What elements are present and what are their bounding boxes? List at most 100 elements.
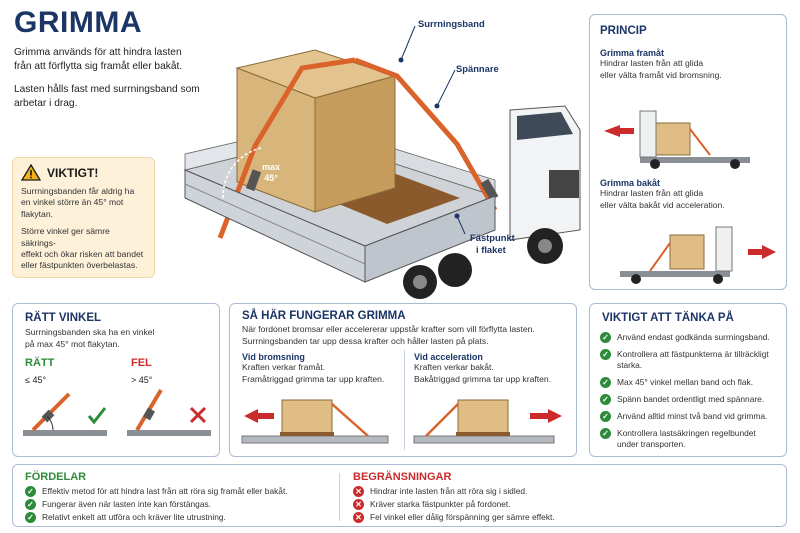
list-item: ✕ Kräver starka fästpunkter på fordonet. <box>353 499 653 510</box>
viktigt-card: VIKTIGT ATT TÄNKA PÅ ✓Använd endast godk… <box>589 303 787 457</box>
princip-fram-title: Grimma framåt <box>600 48 665 58</box>
princip-bak-illustration <box>620 226 776 284</box>
sa-har-text: När fordonet bromsar eller accelererar u… <box>242 324 535 347</box>
list-item-text: Spänn bandet ordentligt med spännare. <box>617 394 765 404</box>
fordelar-title: FÖRDELAR <box>25 471 87 483</box>
angle-label-line: max <box>262 162 281 172</box>
ratt-label: RÄTT <box>25 357 55 369</box>
x-icon: ✕ <box>353 499 364 510</box>
intro-line: från att förflytta sig framåt eller bakå… <box>14 61 183 72</box>
ratt-value: ≤ 45° <box>25 375 47 385</box>
list-item: ✓ Fungerar även när lasten inte kan först… <box>25 499 335 510</box>
acceleration-line: Bakåtriggad grimma tar upp kraften. <box>414 373 552 384</box>
list-item-text: Kräver starka fästpunkter på fordonet. <box>370 499 511 509</box>
fel-value: > 45° <box>131 375 153 385</box>
label-fastpunkt-line: i flaket <box>476 244 506 255</box>
list-item: ✕Hindrar inte lasten från att röra sig i… <box>353 486 653 497</box>
warning-text-2: Större vinkel ger sämre säkrings- effekt… <box>21 226 146 272</box>
check-icon: ✓ <box>600 349 611 360</box>
ratt-vinkel-line: på max 45° mot flakytan. <box>25 338 120 349</box>
sa-har-line: Surrningsbanden tar upp dessa krafter oc… <box>242 335 489 346</box>
princip-fram-line: eller välta framåt vid bromsning. <box>600 69 722 80</box>
divider <box>404 350 405 450</box>
list-item-text: Fungerar även när lasten inte kan förstä… <box>42 499 211 509</box>
list-item: ✓Använd alltid minst två band vid grimma… <box>600 411 782 422</box>
list-item-line: starka. <box>617 360 643 370</box>
list-item: ✓Relativt enkelt att utföra och kräver l… <box>25 512 335 523</box>
truck-illustration <box>183 25 581 299</box>
list-item: ✓Använd endast godkända surrningsband. <box>600 332 782 343</box>
sa-har-card: SÅ HÄR FUNGERAR GRIMMA När fordonet brom… <box>229 303 577 457</box>
warning-line: eller fästpunkten överbelastas. <box>21 260 138 271</box>
list-item-line: Kontrollera lastsäkringen regelbundet <box>617 428 756 438</box>
warning-icon <box>21 164 41 181</box>
princip-fram-line: Hindrar lasten från att glida <box>600 58 704 68</box>
princip-bak-line: eller välta bakåt vid acceleration. <box>600 199 725 210</box>
ratt-vinkel-card: RÄTT VINKEL Surrningsbanden ska ha en vi… <box>12 303 220 457</box>
bromsning-line: Framåtriggad grimma tar upp kraften. <box>242 373 385 384</box>
warning-line: effekt och ökar risken att bandet <box>21 249 144 260</box>
check-icon: ✓ <box>25 499 36 510</box>
label-fastpunkt: Fästpunkt i flaket <box>470 232 515 256</box>
princip-card: PRINCIP Grimma framåt Hindrar lasten frå… <box>589 14 787 290</box>
intro-line: Grimma används för att hindra lasten <box>14 47 182 58</box>
label-fastpunkt-line: Fästpunkt <box>470 232 515 243</box>
warning-line: flakytan. <box>21 208 54 219</box>
intro-text-2: Lasten hålls fast med surrningsband som … <box>14 83 210 111</box>
warning-title: VIKTIGT! <box>47 165 99 180</box>
begransningar-title: BEGRÄNSNINGAR <box>353 471 452 483</box>
check-icon: ✓ <box>600 377 611 388</box>
list-item: ✕ Fel vinkel eller dålig förspänning ger … <box>353 512 653 523</box>
list-item-line: Kontrollera att fästpunkterna är tillräc… <box>617 349 769 359</box>
warning-header: VIKTIGT! <box>21 164 146 181</box>
angle-label-line: 45° <box>264 173 278 183</box>
divider <box>339 473 340 521</box>
sa-har-title: SÅ HÄR FUNGERAR GRIMMA <box>242 310 406 322</box>
princip-bak: Grimma bakåt Hindrar lasten från att gli… <box>600 178 725 211</box>
list-item: ✓ Max 45° vinkel mellan band och flak. <box>600 377 782 388</box>
angle-label: max 45° <box>262 162 280 184</box>
princip-title: PRINCIP <box>600 25 647 37</box>
princip-fram: Grimma framåt Hindrar lasten från att gl… <box>600 48 722 81</box>
begransningar-list: ✕ Hindrar inte lasten från att röra sig i… <box>353 486 653 525</box>
list-item-text: Kontrollera att fästpunkterna är tillräc… <box>617 349 769 371</box>
fordelar-list: ✓ Effektiv metod för att hindra last från… <box>25 486 335 525</box>
ratt-angle-illustration <box>23 392 107 436</box>
check-icon: ✓ <box>25 512 36 523</box>
list-item-text: Effektiv metod för att hindra last från … <box>42 486 288 496</box>
bromsning-title: Vid bromsning <box>242 352 305 362</box>
princip-bak-line: Hindrar lasten från att glida <box>600 188 704 198</box>
check-icon: ✓ <box>600 411 611 422</box>
warning-line: en vinkel större än 45° mot <box>21 197 124 208</box>
intro-line: Lasten hålls fast med surrningsband som <box>14 84 200 95</box>
list-item: ✓ Kontrollera att fästpunkterna är tillrä… <box>600 349 782 371</box>
warning-box: VIKTIGT! Surrningsbanden får aldrig ha e… <box>12 157 155 278</box>
check-icon: ✓ <box>600 428 611 439</box>
list-item: ✓ Effektiv metod för att hindra last från… <box>25 486 335 497</box>
list-item-text: Använd endast godkända surrningsband. <box>617 332 770 342</box>
list-item-text: Fel vinkel eller dålig förspänning ger s… <box>370 512 555 522</box>
princip-fram-illustration <box>604 110 750 169</box>
fordelar-begransningar-card: FÖRDELAR ✓ Effektiv metod för att hindra … <box>12 464 787 527</box>
sa-har-line: När fordonet bromsar eller accelererar u… <box>242 324 535 334</box>
warning-text-1: Surrningsbanden får aldrig ha en vinkel … <box>21 186 146 220</box>
list-item-line: under transporten. <box>617 439 686 449</box>
bromsning-illustration <box>241 399 389 444</box>
list-item-text: Max 45° vinkel mellan band och flak. <box>617 377 754 387</box>
list-item-text: Hindrar inte lasten från att röra sig i … <box>370 486 528 496</box>
warning-line: Surrningsbanden får aldrig ha <box>21 186 135 196</box>
fel-label: FEL <box>131 357 152 369</box>
viktigt-list: ✓Använd endast godkända surrningsband. ✓… <box>600 332 782 456</box>
acceleration-title: Vid acceleration <box>414 352 483 362</box>
princip-bak-title: Grimma bakåt <box>600 178 661 188</box>
x-icon: ✕ <box>353 512 364 523</box>
page-title: GRIMMA <box>14 6 142 39</box>
check-icon: ✓ <box>25 486 36 497</box>
check-icon: ✓ <box>600 394 611 405</box>
acceleration-block: Vid acceleration Kraften verkar bakåt. B… <box>414 352 551 385</box>
ratt-vinkel-line: Surrningsbanden ska ha en vinkel <box>25 327 155 337</box>
bromsning-line: Kraften verkar framåt. <box>242 362 326 372</box>
ratt-vinkel-title: RÄTT VINKEL <box>25 312 102 324</box>
